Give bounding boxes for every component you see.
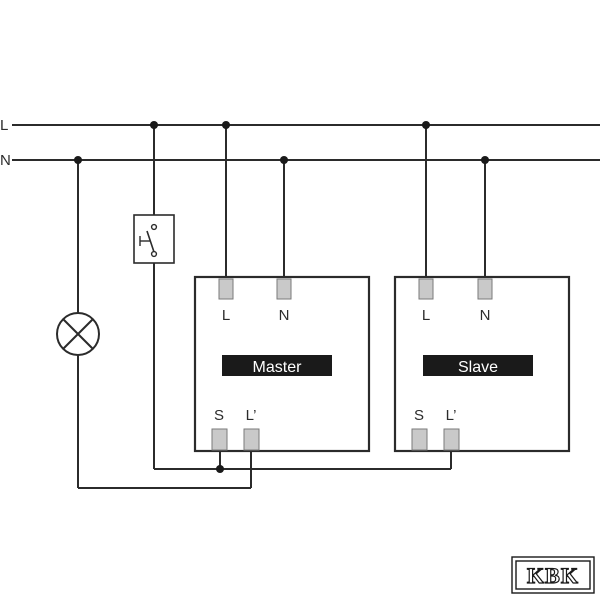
master-title-bar	[222, 355, 332, 376]
junction-dot	[150, 121, 158, 129]
lamp-icon	[56, 312, 100, 356]
master-terminal-s	[211, 428, 228, 451]
slave-module: L N Slave S L’	[393, 275, 571, 453]
junction-dot	[222, 121, 230, 129]
slave-terminal-lprime	[443, 428, 460, 451]
junction-dot	[481, 156, 489, 164]
neutral-bus-label: N	[0, 152, 11, 169]
master-terminal-l	[218, 278, 234, 300]
slave-label-n: N	[480, 307, 491, 324]
junction-dot	[280, 156, 288, 164]
slave-terminal-l	[418, 278, 434, 300]
master-label-lprime: L’	[246, 407, 257, 424]
master-module: L N Master S L’	[193, 275, 371, 453]
master-title: Master	[253, 359, 303, 376]
master-label-n: N	[279, 307, 290, 324]
slave-title: Slave	[458, 359, 498, 376]
master-label-s: S	[214, 407, 224, 424]
pushbutton-switch-icon	[133, 214, 175, 264]
junction-dot	[74, 156, 82, 164]
slave-terminal-n	[477, 278, 493, 300]
junction-dot	[422, 121, 430, 129]
logo-text: KBK	[527, 563, 579, 588]
slave-label-s: S	[414, 407, 424, 424]
slave-terminal-s	[411, 428, 428, 451]
slave-label-l: L	[422, 307, 430, 324]
kbk-logo: KBK	[511, 556, 595, 594]
slave-label-lprime: L’	[446, 407, 457, 424]
master-terminal-n	[276, 278, 292, 300]
slave-title-bar	[423, 355, 533, 376]
master-terminal-lprime	[243, 428, 260, 451]
junction-dot	[216, 465, 224, 473]
master-label-l: L	[222, 307, 230, 324]
line-bus-label: L	[0, 117, 8, 134]
